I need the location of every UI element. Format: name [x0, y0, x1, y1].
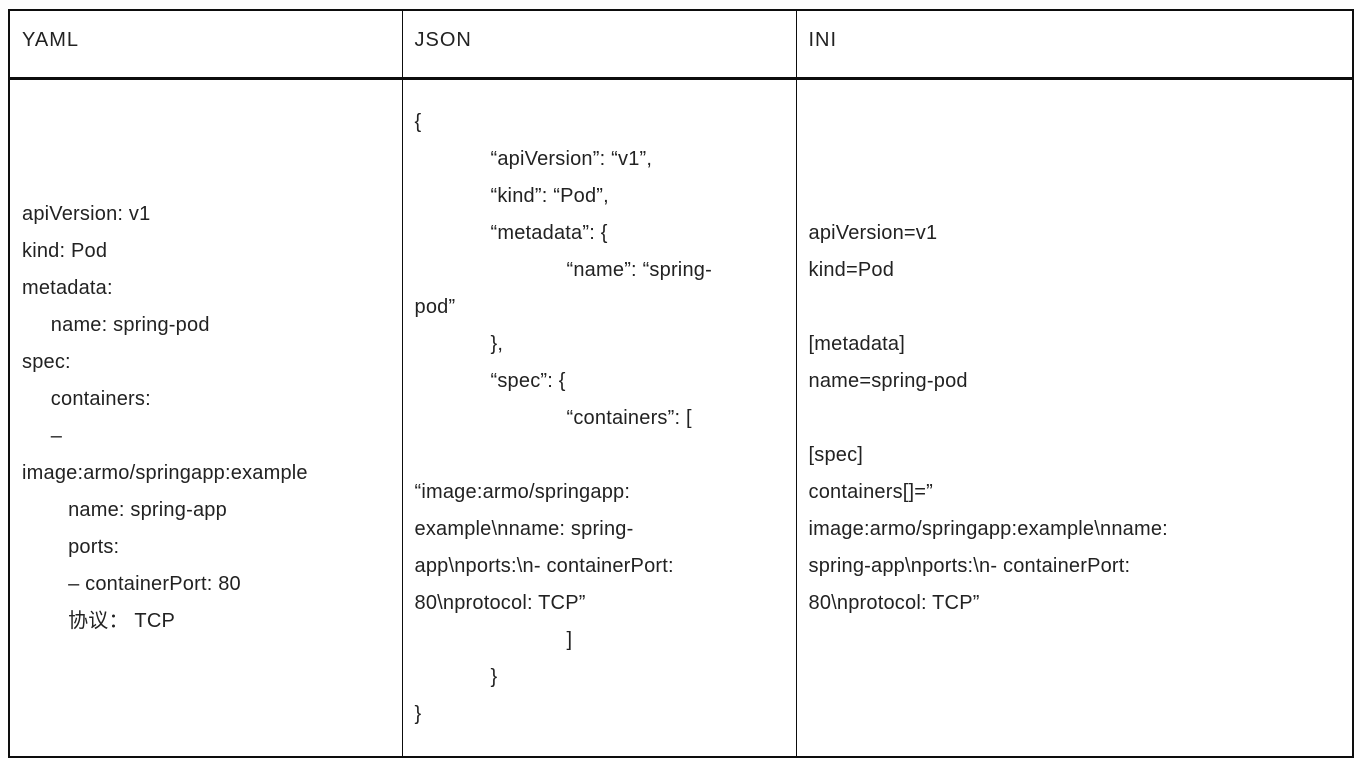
- yaml-cell: apiVersion: v1 kind: Pod metadata: name:…: [9, 78, 403, 757]
- ini-code-block: apiVersion=v1 kind=Pod [metadata] name=s…: [808, 221, 1168, 614]
- ini-cell: apiVersion=v1 kind=Pod [metadata] name=s…: [796, 79, 1353, 758]
- page: YAML JSON INI apiVersion: v1 kind: Pod m…: [8, 9, 1354, 758]
- column-header-ini: INI: [796, 10, 1353, 80]
- format-comparison-table: YAML JSON INI apiVersion: v1 kind: Pod m…: [8, 9, 1354, 758]
- yaml-code-block: apiVersion: v1 kind: Pod metadata: name:…: [22, 203, 308, 632]
- header-row: YAML JSON INI: [9, 10, 1353, 80]
- column-header-yaml: YAML: [9, 10, 403, 80]
- column-header-json: JSON: [402, 10, 797, 80]
- json-cell: { “apiVersion”: “v1”, “kind”: “Pod”, “me…: [402, 78, 797, 757]
- content-row: apiVersion: v1 kind: Pod metadata: name:…: [9, 78, 1353, 758]
- json-code-block: { “apiVersion”: “v1”, “kind”: “Pod”, “me…: [414, 110, 712, 725]
